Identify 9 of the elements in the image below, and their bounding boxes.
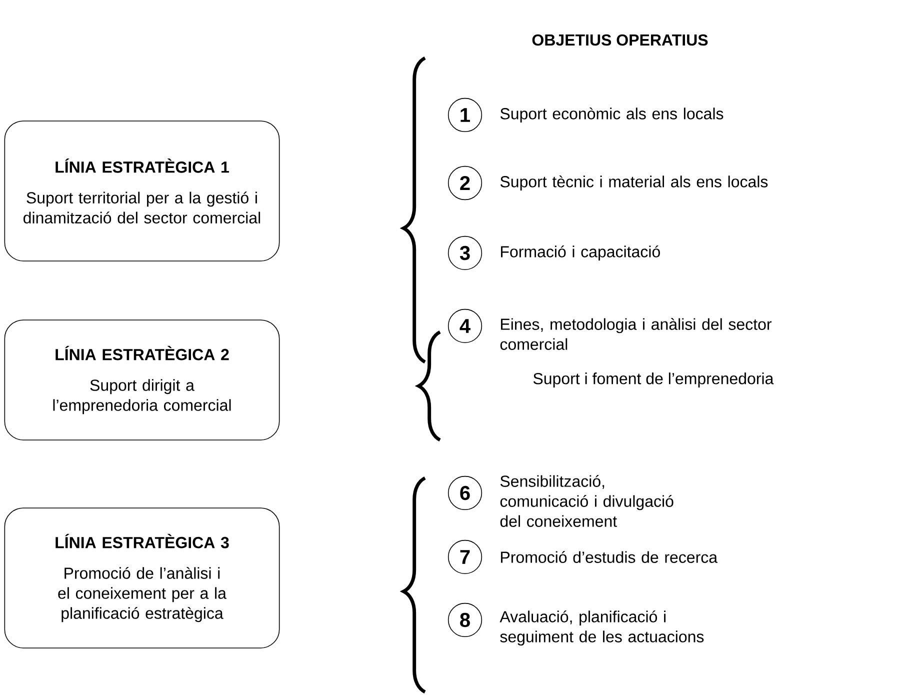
objective-text: Avaluació, planificació i seguiment de les actuacions <box>500 610 704 646</box>
objective-text: Sensibilització, comunicació i divulgació del coneixement <box>500 475 674 527</box>
objective-text: Formació i capacitació <box>501 245 660 261</box>
objective-text: Promoció d’estudis de recerca <box>501 551 718 563</box>
objective-text: Suport i foment de l’emprenedoria <box>533 372 774 388</box>
heading: OBJETIUS OPERATIUS <box>532 34 708 46</box>
objective-text: Suport tècnic i material als ens locals <box>500 175 768 191</box>
objective-text: Eines, metodologia i anàlisi del sector comercial <box>500 318 772 350</box>
objective-text: Suport econòmic als ens locals <box>500 107 724 123</box>
